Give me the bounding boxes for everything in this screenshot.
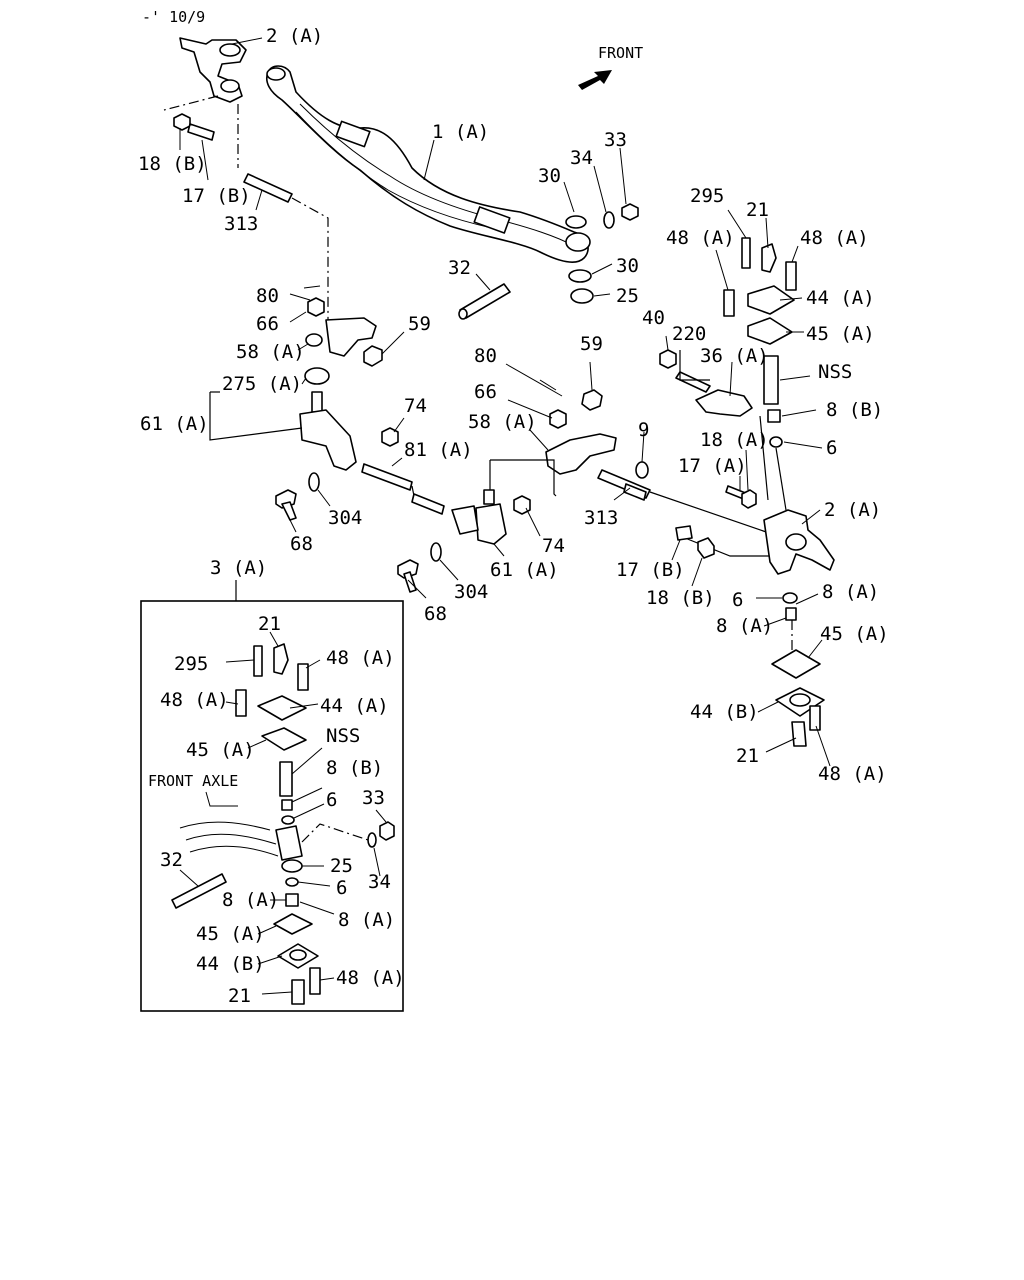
left-fasteners	[163, 95, 329, 328]
front-arrow: FRONT	[578, 44, 643, 90]
label-34-top: 34	[570, 147, 593, 169]
label-6-right: 6	[826, 437, 837, 459]
right-upper-assembly	[659, 237, 797, 511]
inset-label-6-a: 6	[326, 789, 337, 811]
knuckle-left	[179, 37, 247, 103]
label-25: 25	[616, 285, 639, 307]
label-48A-right-3: 48 (A)	[818, 763, 887, 785]
label-9: 9	[638, 419, 649, 441]
inset-label-44A: 44 (A)	[320, 695, 389, 717]
inset-label-8A-2: 8 (A)	[338, 909, 395, 931]
label-8B-right: 8 (B)	[826, 399, 883, 421]
label-313-top: 313	[224, 213, 258, 235]
label-68-left: 68	[290, 533, 313, 555]
label-80-mid: 80	[474, 345, 497, 367]
label-45A-right-2: 45 (A)	[820, 623, 889, 645]
inset-title: 3 (A)	[210, 557, 267, 579]
label-1A: 1 (A)	[432, 121, 489, 143]
front-arrow-label: FRONT	[598, 44, 643, 62]
inset-label-48A-2: 48 (A)	[160, 689, 229, 711]
label-40: 40	[642, 307, 665, 329]
inset-front-axle: FRONT AXLE	[148, 772, 238, 790]
label-74-left: 74	[404, 395, 427, 417]
label-2A-top: 2 (A)	[266, 25, 323, 47]
label-81A: 81 (A)	[404, 439, 473, 461]
label-NSS-right: NSS	[818, 361, 852, 383]
label-30-top: 30	[538, 165, 561, 187]
inset-label-8A-1: 8 (A)	[222, 889, 279, 911]
label-45A-right: 45 (A)	[806, 323, 875, 345]
label-74-mid: 74	[542, 535, 565, 557]
label-21-right-2: 21	[736, 745, 759, 767]
label-48A-right-1: 48 (A)	[666, 227, 735, 249]
label-313-mid: 313	[584, 507, 618, 529]
inset-label-25: 25	[330, 855, 353, 877]
label-61A-left: 61 (A)	[140, 413, 209, 435]
king-pin-top-hardware	[458, 203, 639, 320]
inset-label-44B: 44 (B)	[196, 953, 265, 975]
label-304-mid: 304	[454, 581, 488, 603]
label-58A-left: 58 (A)	[236, 341, 305, 363]
label-59-mid: 59	[580, 333, 603, 355]
inset-label-45A-2: 45 (A)	[196, 923, 265, 945]
label-18B-right: 18 (B)	[646, 587, 715, 609]
inset-label-48A-3: 48 (A)	[336, 967, 405, 989]
label-17A: 17 (A)	[678, 455, 747, 477]
mid-arm-assembly	[397, 379, 773, 593]
label-17B-top: 17 (B)	[182, 185, 251, 207]
inset-label-NSS: NSS	[326, 725, 360, 747]
label-6-right-2: 6	[732, 589, 743, 611]
label-66-mid: 66	[474, 381, 497, 403]
inset-label-48A-1: 48 (A)	[326, 647, 395, 669]
label-68-mid: 68	[424, 603, 447, 625]
label-21-right: 21	[746, 199, 769, 221]
label-18B-top: 18 (B)	[138, 153, 207, 175]
label-44A-right: 44 (A)	[806, 287, 875, 309]
tie-rod	[361, 463, 445, 515]
inset-box	[140, 580, 404, 1012]
label-275A: 275 (A)	[222, 373, 302, 395]
inset-label-295: 295	[174, 653, 208, 675]
label-36A: 36 (A)	[700, 345, 769, 367]
diagram-code: -' 10/9	[142, 8, 205, 26]
label-2A-right: 2 (A)	[824, 499, 881, 521]
label-48A-right-2: 48 (A)	[800, 227, 869, 249]
label-18A: 18 (A)	[700, 429, 769, 451]
label-61A-mid: 61 (A)	[490, 559, 559, 581]
label-8A-right-1: 8 (A)	[822, 581, 879, 603]
label-304-left: 304	[328, 507, 362, 529]
inset-label-8B: 8 (B)	[326, 757, 383, 779]
inset-label-21-top: 21	[258, 613, 281, 635]
inset-label-21-bot: 21	[228, 985, 251, 1007]
inset-label-6-b: 6	[336, 877, 347, 899]
label-30-mid: 30	[616, 255, 639, 277]
right-lower-assembly	[771, 592, 825, 747]
part-labels: 2 (A) 18 (B) 17 (B) 313 1 (A) 30 34 33 3…	[138, 25, 889, 1007]
label-32: 32	[448, 257, 471, 279]
label-8A-right-2: 8 (A)	[716, 615, 773, 637]
label-295-right: 295	[690, 185, 724, 207]
leader-lines	[179, 37, 831, 995]
axle-beam	[266, 65, 591, 264]
label-80-left: 80	[256, 285, 279, 307]
inset-label-33: 33	[362, 787, 385, 809]
label-58A-mid: 58 (A)	[468, 411, 537, 433]
label-59-left: 59	[408, 313, 431, 335]
left-arm-assembly	[275, 285, 399, 521]
front-arrow-icon	[578, 70, 612, 90]
inset-label-34: 34	[368, 871, 391, 893]
label-220: 220	[672, 323, 706, 345]
label-44B-right: 44 (B)	[690, 701, 759, 723]
inset-label-32: 32	[160, 849, 183, 871]
label-33-top: 33	[604, 129, 627, 151]
inset-label-45A: 45 (A)	[186, 739, 255, 761]
knuckle-right	[675, 509, 835, 575]
label-17B-right: 17 (B)	[616, 559, 685, 581]
label-66-left: 66	[256, 313, 279, 335]
